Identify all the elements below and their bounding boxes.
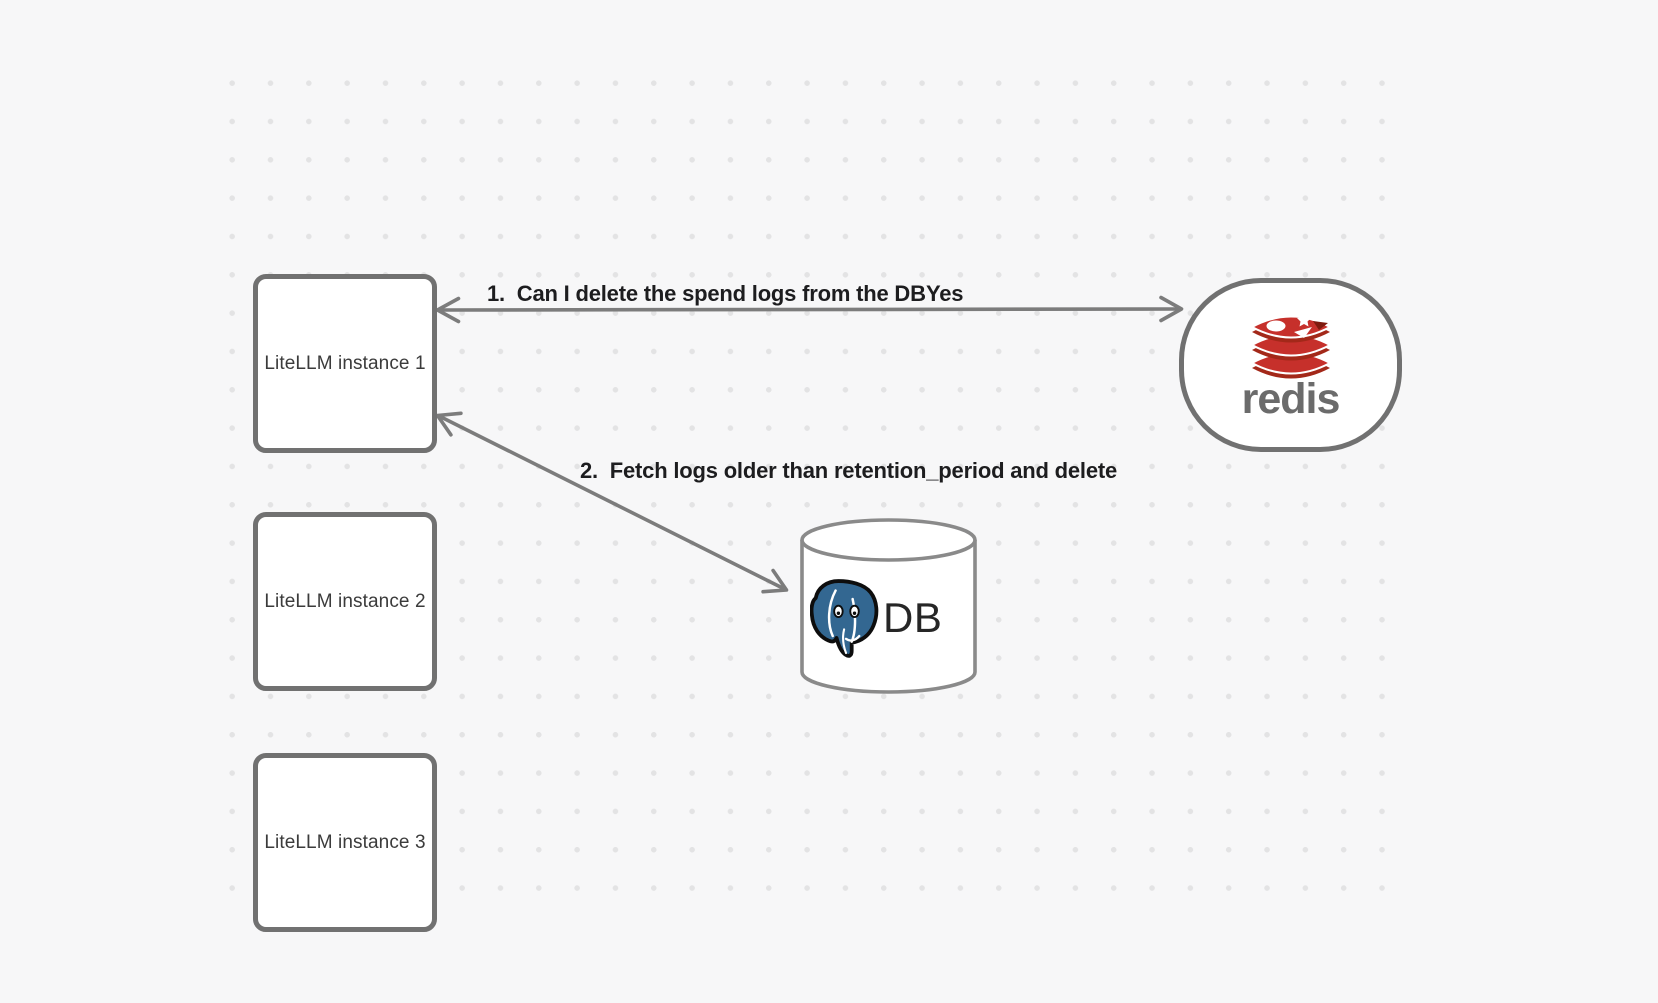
redis-wordmark: redis	[1241, 375, 1341, 424]
edge-2-label[interactable]: 2. Fetch logs older than retention_perio…	[580, 458, 1118, 483]
db-node-content: DB	[810, 576, 970, 660]
node-litellm-instance-2[interactable]: LiteLLM instance 2	[253, 512, 437, 691]
edge-1-label[interactable]: 1. Can I delete the spend logs from the …	[487, 281, 926, 306]
edge-1-response-label[interactable]: Yes	[926, 281, 964, 306]
redis-logo-icon	[1250, 313, 1331, 379]
node-label: LiteLLM instance 1	[264, 352, 426, 374]
node-label: LiteLLM instance 2	[264, 590, 426, 612]
postgresql-elephant-icon	[810, 579, 879, 658]
node-litellm-instance-3[interactable]: LiteLLM instance 3	[253, 753, 437, 932]
node-redis[interactable]: redis	[1179, 278, 1402, 452]
node-litellm-instance-1[interactable]: LiteLLM instance 1	[253, 274, 437, 453]
db-label: DB	[883, 594, 943, 641]
node-label: LiteLLM instance 3	[264, 831, 426, 853]
